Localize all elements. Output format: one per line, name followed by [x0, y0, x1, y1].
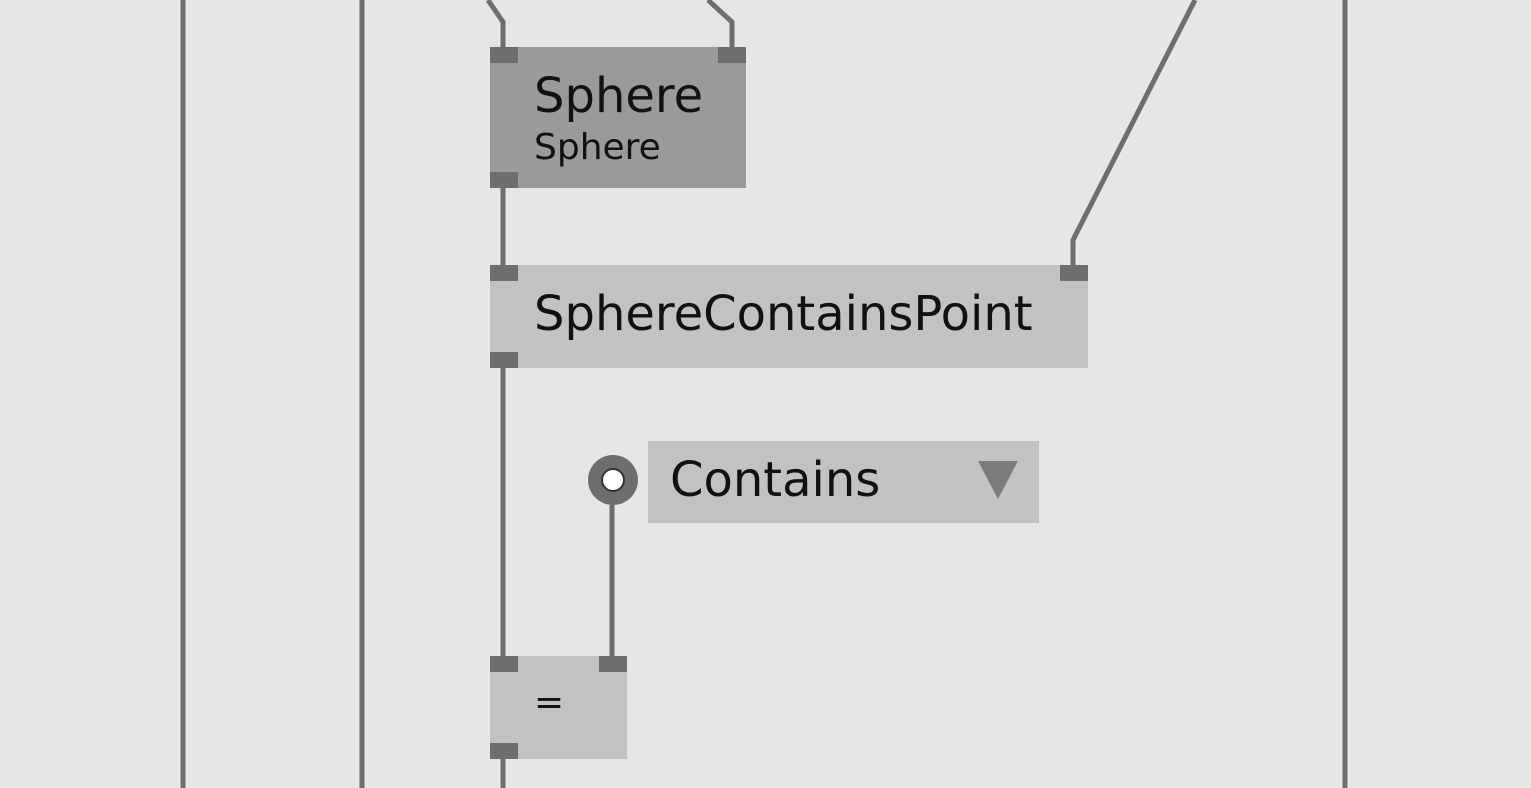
link[interactable] — [1070, 0, 1198, 268]
input-pin[interactable] — [599, 656, 627, 672]
node-subtitle: Sphere — [534, 127, 661, 168]
iobox-handle-dot — [601, 468, 625, 492]
input-pin[interactable] — [718, 47, 746, 63]
iobox-handle-icon[interactable] — [588, 455, 638, 505]
equals-node[interactable]: = — [490, 656, 627, 759]
node-title: = — [534, 682, 565, 723]
link[interactable] — [485, 0, 506, 50]
sphere-node[interactable]: Sphere Sphere — [490, 47, 746, 188]
dropdown-triangle-icon[interactable] — [978, 461, 1018, 499]
link[interactable] — [706, 0, 735, 50]
node-title: Sphere — [534, 68, 704, 124]
input-pin[interactable] — [490, 47, 518, 63]
enum-dropdown[interactable]: Contains — [648, 441, 1039, 523]
output-pin[interactable] — [490, 172, 518, 188]
input-pin[interactable] — [1060, 265, 1088, 281]
dropdown-value: Contains — [670, 452, 881, 508]
input-pin[interactable] — [490, 656, 518, 672]
output-pin[interactable] — [490, 743, 518, 759]
node-title: SphereContainsPoint — [534, 286, 1033, 342]
output-pin[interactable] — [490, 352, 518, 368]
sphere-contains-point-node[interactable]: SphereContainsPoint — [490, 265, 1088, 368]
input-pin[interactable] — [490, 265, 518, 281]
